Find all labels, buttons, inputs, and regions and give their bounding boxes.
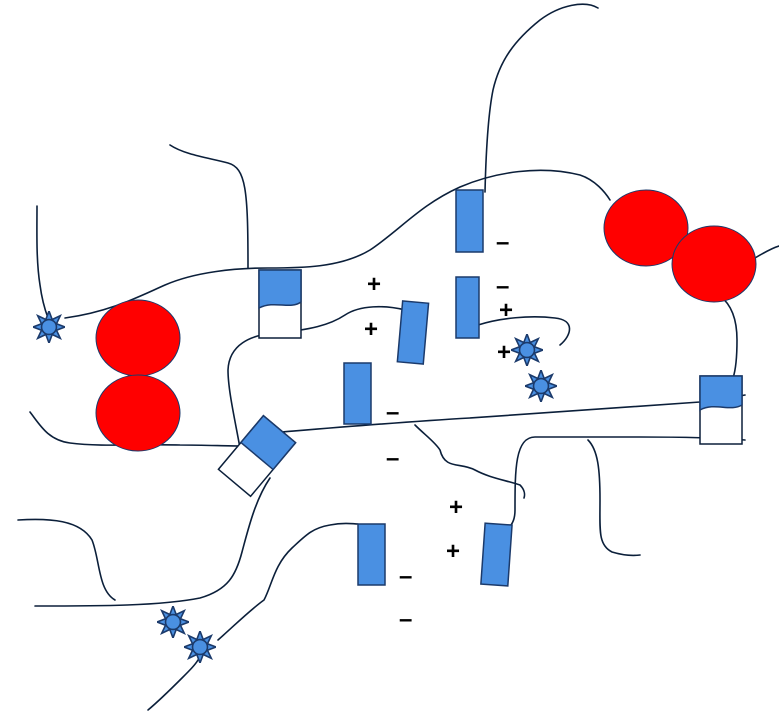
wire-right-stub xyxy=(754,245,779,259)
wire-top-right-branch xyxy=(484,3,599,193)
wire-center-right-hook xyxy=(477,316,571,346)
wire-center-zigzag xyxy=(414,424,526,499)
wire-left-vertical xyxy=(36,205,49,319)
plate xyxy=(480,522,513,587)
star-icon xyxy=(511,334,543,366)
plus-sign: + xyxy=(364,316,378,343)
plus-sign: + xyxy=(449,494,463,521)
red-ball xyxy=(95,374,181,452)
split-boxes xyxy=(217,269,743,498)
wire-upper-main xyxy=(64,169,611,319)
split-box xyxy=(258,269,302,339)
minus-sign: – xyxy=(496,229,509,256)
split-box xyxy=(699,375,743,445)
star-icon xyxy=(525,370,557,402)
wire-lower-left-curve xyxy=(34,477,271,607)
wire-right-vertical xyxy=(719,295,738,379)
red-ball xyxy=(95,299,181,377)
plate xyxy=(357,523,386,586)
plate xyxy=(455,276,480,339)
wire-lower-right-vertical xyxy=(507,436,746,529)
split-box xyxy=(217,414,297,498)
star-icon xyxy=(33,311,65,343)
minus-sign: – xyxy=(399,563,412,590)
wire-lower-center xyxy=(217,522,359,641)
minus-sign: – xyxy=(386,399,399,426)
plates xyxy=(343,189,513,587)
plus-sign: + xyxy=(367,271,381,298)
plus-sign: + xyxy=(499,297,513,324)
red-balls xyxy=(95,189,757,452)
signs: + + + + + + – – – – – – xyxy=(364,229,513,633)
plus-sign: + xyxy=(446,538,460,565)
wire-left-top-branch xyxy=(169,144,249,269)
star-icon xyxy=(157,606,189,638)
red-ball xyxy=(671,225,757,303)
plate xyxy=(455,189,484,253)
red-ball xyxy=(603,189,689,267)
plus-sign: + xyxy=(497,339,511,366)
minus-sign: – xyxy=(399,606,412,633)
wire-bottom-left-tail xyxy=(147,659,199,711)
wire-lower-left-loop xyxy=(17,518,116,601)
minus-sign: – xyxy=(496,273,509,300)
plate xyxy=(343,362,372,425)
star-icon xyxy=(184,631,216,663)
wire-lower-right-hook xyxy=(587,439,641,557)
plate xyxy=(396,300,430,365)
minus-sign: – xyxy=(386,445,399,472)
